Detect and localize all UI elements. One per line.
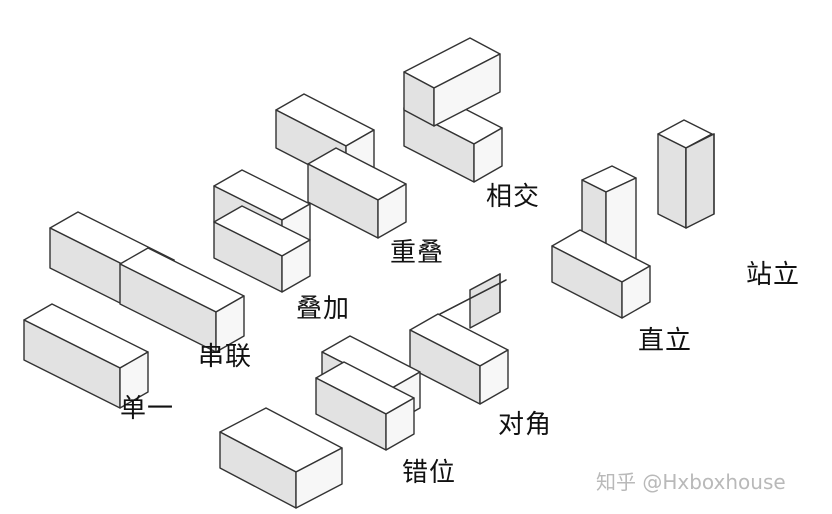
container-series-2-side bbox=[215, 295, 245, 353]
label-overlap: 重叠 bbox=[390, 238, 445, 268]
label-diagonal: 对角 bbox=[498, 410, 553, 440]
label-series: 串联 bbox=[198, 342, 253, 372]
container-standing-1-front bbox=[657, 133, 687, 229]
container-stack-bottom-side bbox=[281, 239, 311, 293]
container-diagonal-b-side bbox=[479, 349, 509, 405]
label-upright: 直立 bbox=[638, 326, 693, 356]
container-intersect-b-side bbox=[473, 127, 503, 183]
container-bottom-1-side bbox=[295, 447, 343, 509]
label-single: 单一 bbox=[120, 394, 175, 424]
container-intersect-c-side bbox=[433, 53, 501, 127]
container-standing-2-front bbox=[685, 133, 715, 229]
container-single-side bbox=[119, 351, 149, 409]
container-diagonal-c-front bbox=[439, 279, 507, 315]
label-standing: 站立 bbox=[746, 260, 801, 290]
container-staggered-bottom-side bbox=[385, 397, 415, 451]
container-overlap-bottom-side bbox=[377, 183, 407, 239]
label-staggered: 错位 bbox=[402, 458, 457, 488]
watermark: 知乎 @Hxboxhouse bbox=[596, 470, 786, 494]
label-stack: 叠加 bbox=[296, 294, 351, 324]
container-upright-base-side bbox=[621, 265, 651, 319]
container-diagonal-a-front bbox=[469, 273, 501, 329]
label-intersect: 相交 bbox=[486, 182, 541, 212]
